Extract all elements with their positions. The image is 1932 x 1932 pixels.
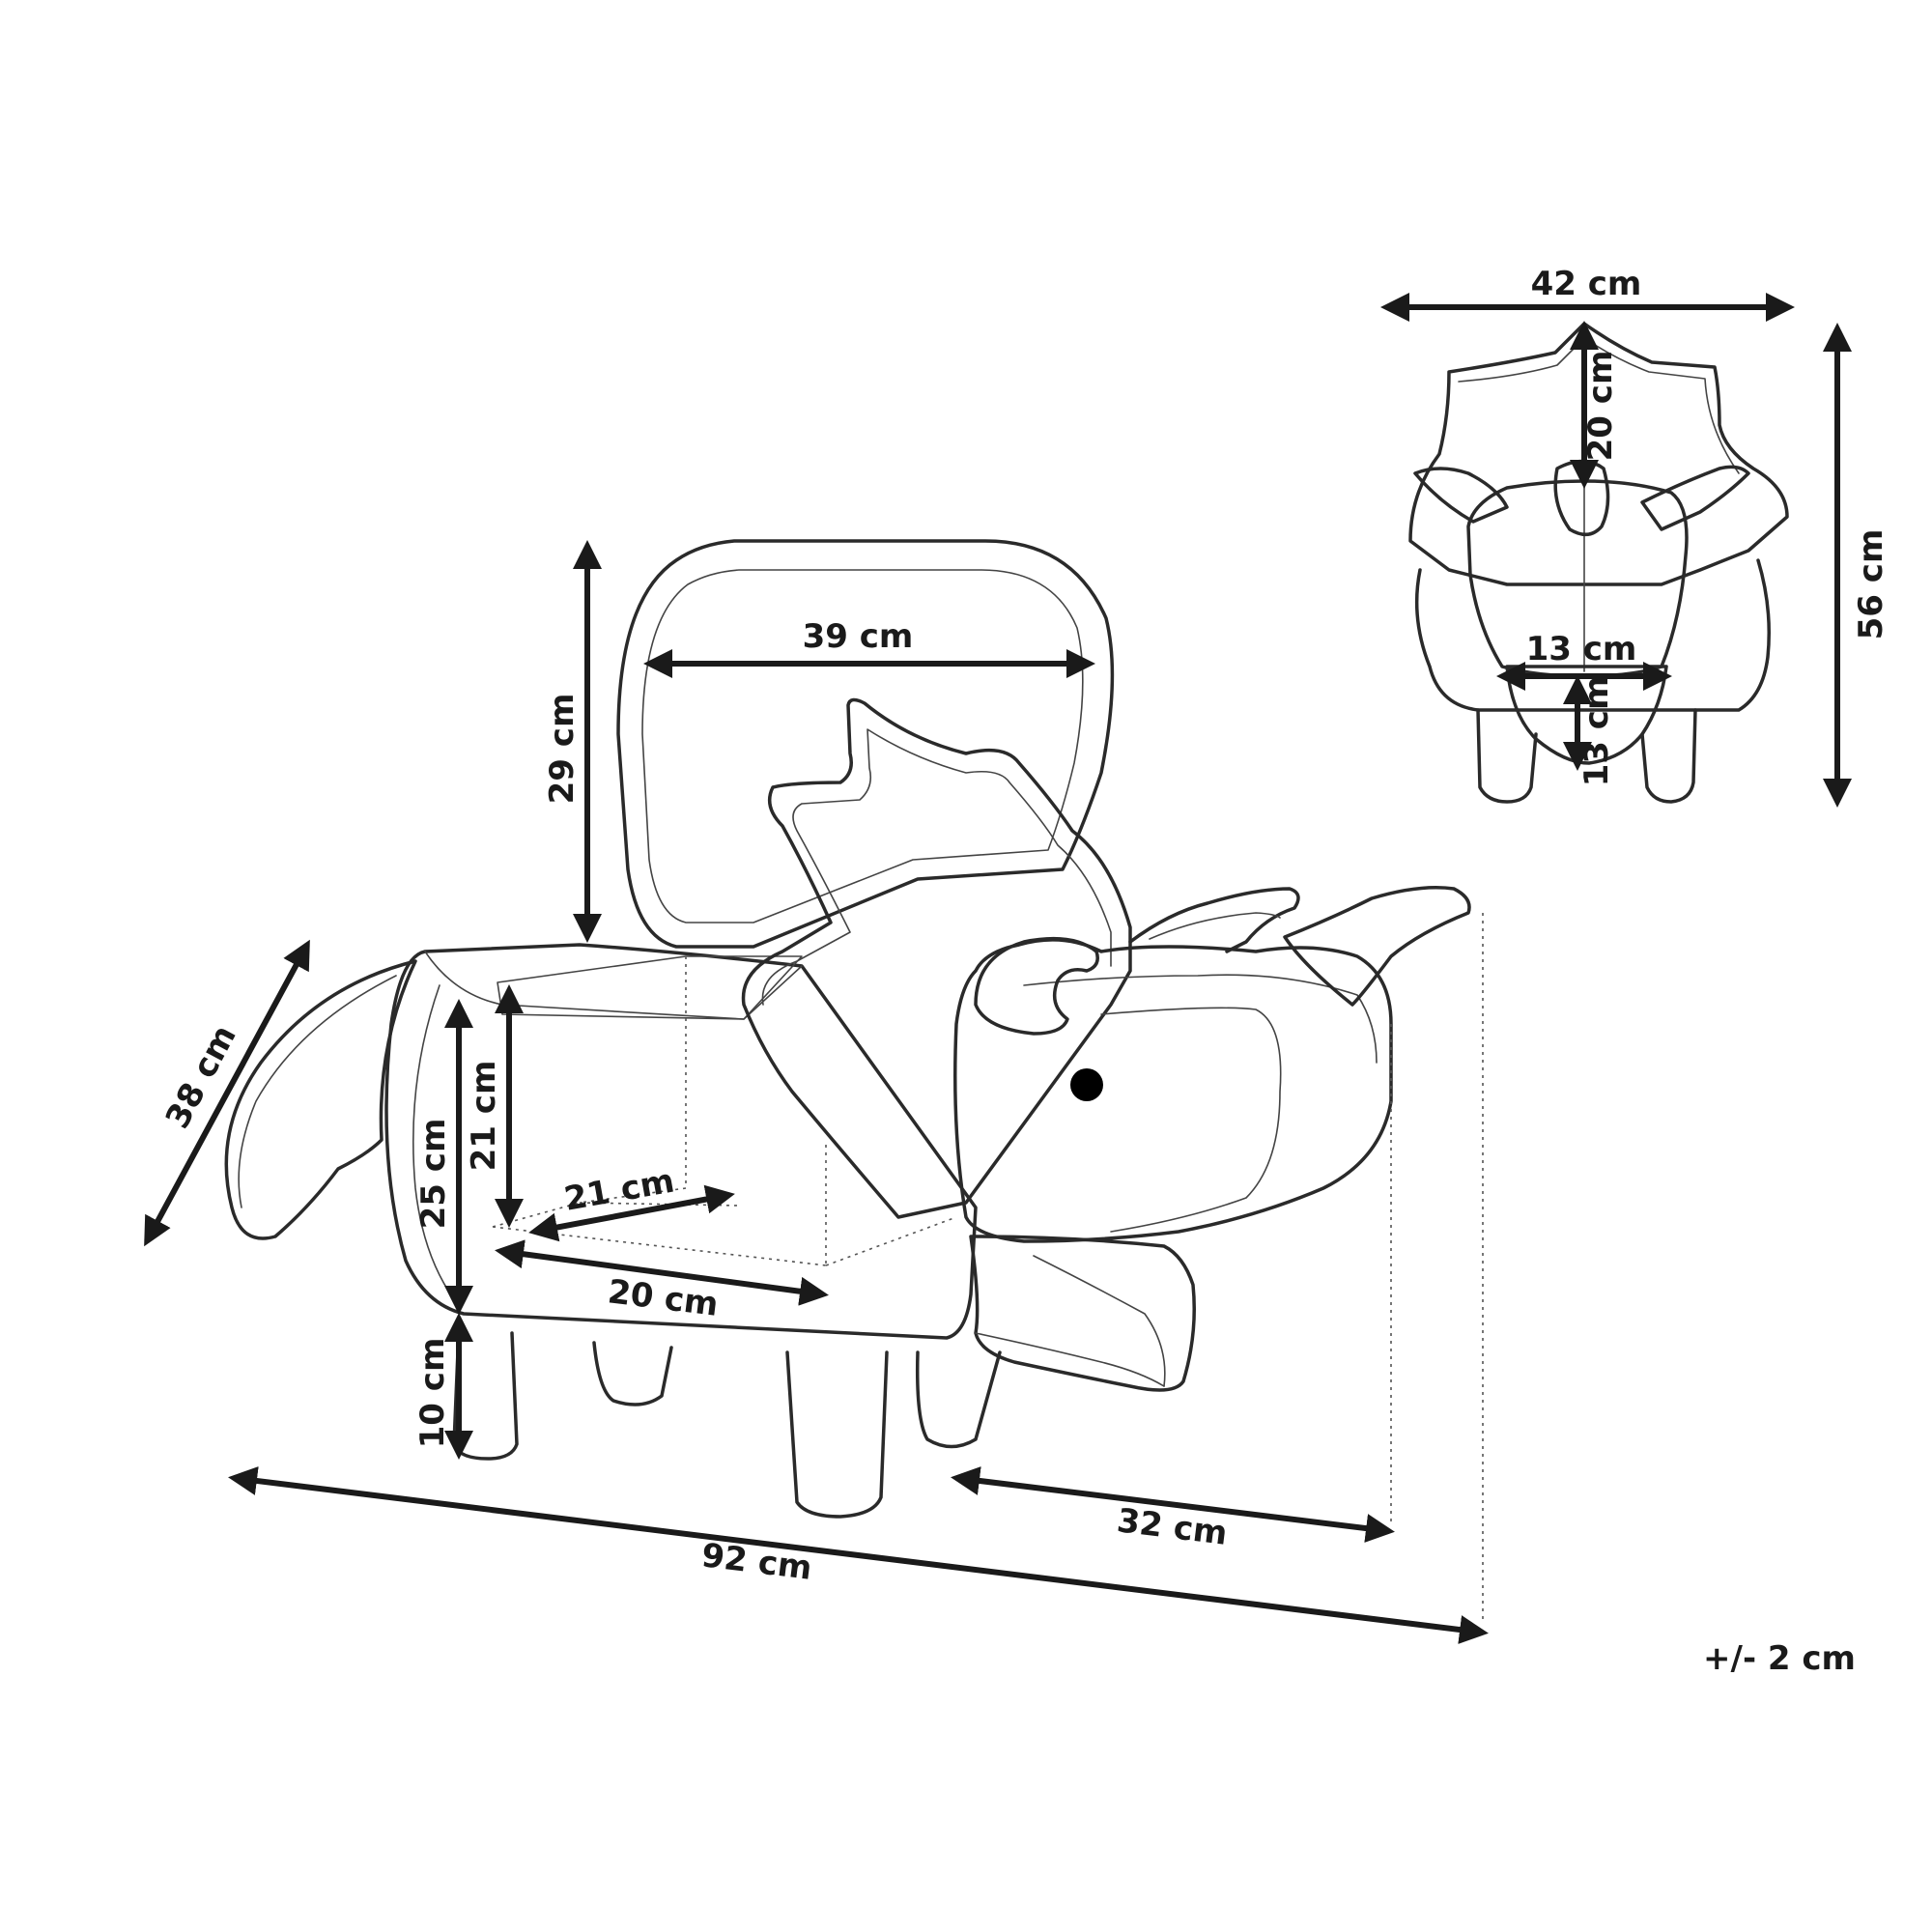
open-lid-inner — [641, 569, 1084, 923]
storage-box-hidden-edges — [492, 956, 957, 1266]
label-total-height: 56 cm — [1852, 529, 1890, 640]
label-lid-height: 29 cm — [543, 694, 582, 805]
open-lid-outer — [616, 539, 1115, 949]
tail-seam — [238, 975, 397, 1208]
beak — [969, 1235, 1196, 1392]
front-horn-right — [1640, 465, 1750, 531]
label-face-width: 13 cm — [1526, 630, 1637, 668]
front-frill-inner — [1458, 337, 1740, 474]
dim-line-depth — [144, 939, 310, 1247]
dimension-lines — [144, 293, 1852, 1644]
storage-rim — [497, 955, 803, 1020]
label-front-width: 42 cm — [1531, 265, 1642, 303]
label-inner-height: 21 cm — [465, 1061, 503, 1172]
front-leg-1 — [1476, 708, 1538, 804]
tolerance-note: +/- 2 cm — [1703, 1639, 1856, 1678]
leg-back-rear — [592, 1341, 673, 1406]
back-horn-small — [1128, 887, 1300, 953]
label-frill-height: 20 cm — [1581, 351, 1620, 462]
side-view-drawing — [224, 539, 1471, 1519]
frill-inner-seam — [761, 728, 1112, 1006]
label-body-height: 25 cm — [414, 1119, 453, 1230]
back-horn-inner — [1149, 912, 1281, 940]
back-horn-large — [1283, 886, 1471, 1007]
label-face-height: 13 cm — [1577, 676, 1616, 787]
brow-horn — [974, 936, 1099, 1036]
front-leg-2 — [1640, 708, 1697, 804]
leg-back-front — [452, 1326, 519, 1461]
dim-line-head-length — [951, 1466, 1395, 1543]
frill — [741, 697, 1132, 1219]
dim-line-inner-width — [495, 1239, 829, 1306]
head-top-seam — [1023, 974, 1378, 1064]
front-body — [1414, 558, 1771, 712]
dimension-labels: 29 cm 39 cm 38 cm 25 cm 21 cm 21 cm 20 c… — [158, 265, 1890, 1678]
body-end-seam — [412, 984, 455, 1300]
label-total-length: 92 cm — [699, 1536, 814, 1588]
beak-lower-seam — [975, 1332, 1165, 1387]
dim-line-total-length — [228, 1466, 1489, 1644]
label-leg-height: 10 cm — [413, 1338, 452, 1449]
label-depth: 38 cm — [158, 1019, 244, 1135]
leg-front-rear — [915, 1350, 1002, 1449]
beak-seam — [1033, 1255, 1166, 1387]
leg-front-front — [785, 1350, 889, 1519]
eye — [1070, 1068, 1103, 1101]
dim-line-inner-depth — [528, 1184, 735, 1242]
head-side-panel — [1100, 1007, 1282, 1233]
head — [953, 938, 1393, 1243]
label-lid-width: 39 cm — [803, 617, 914, 656]
